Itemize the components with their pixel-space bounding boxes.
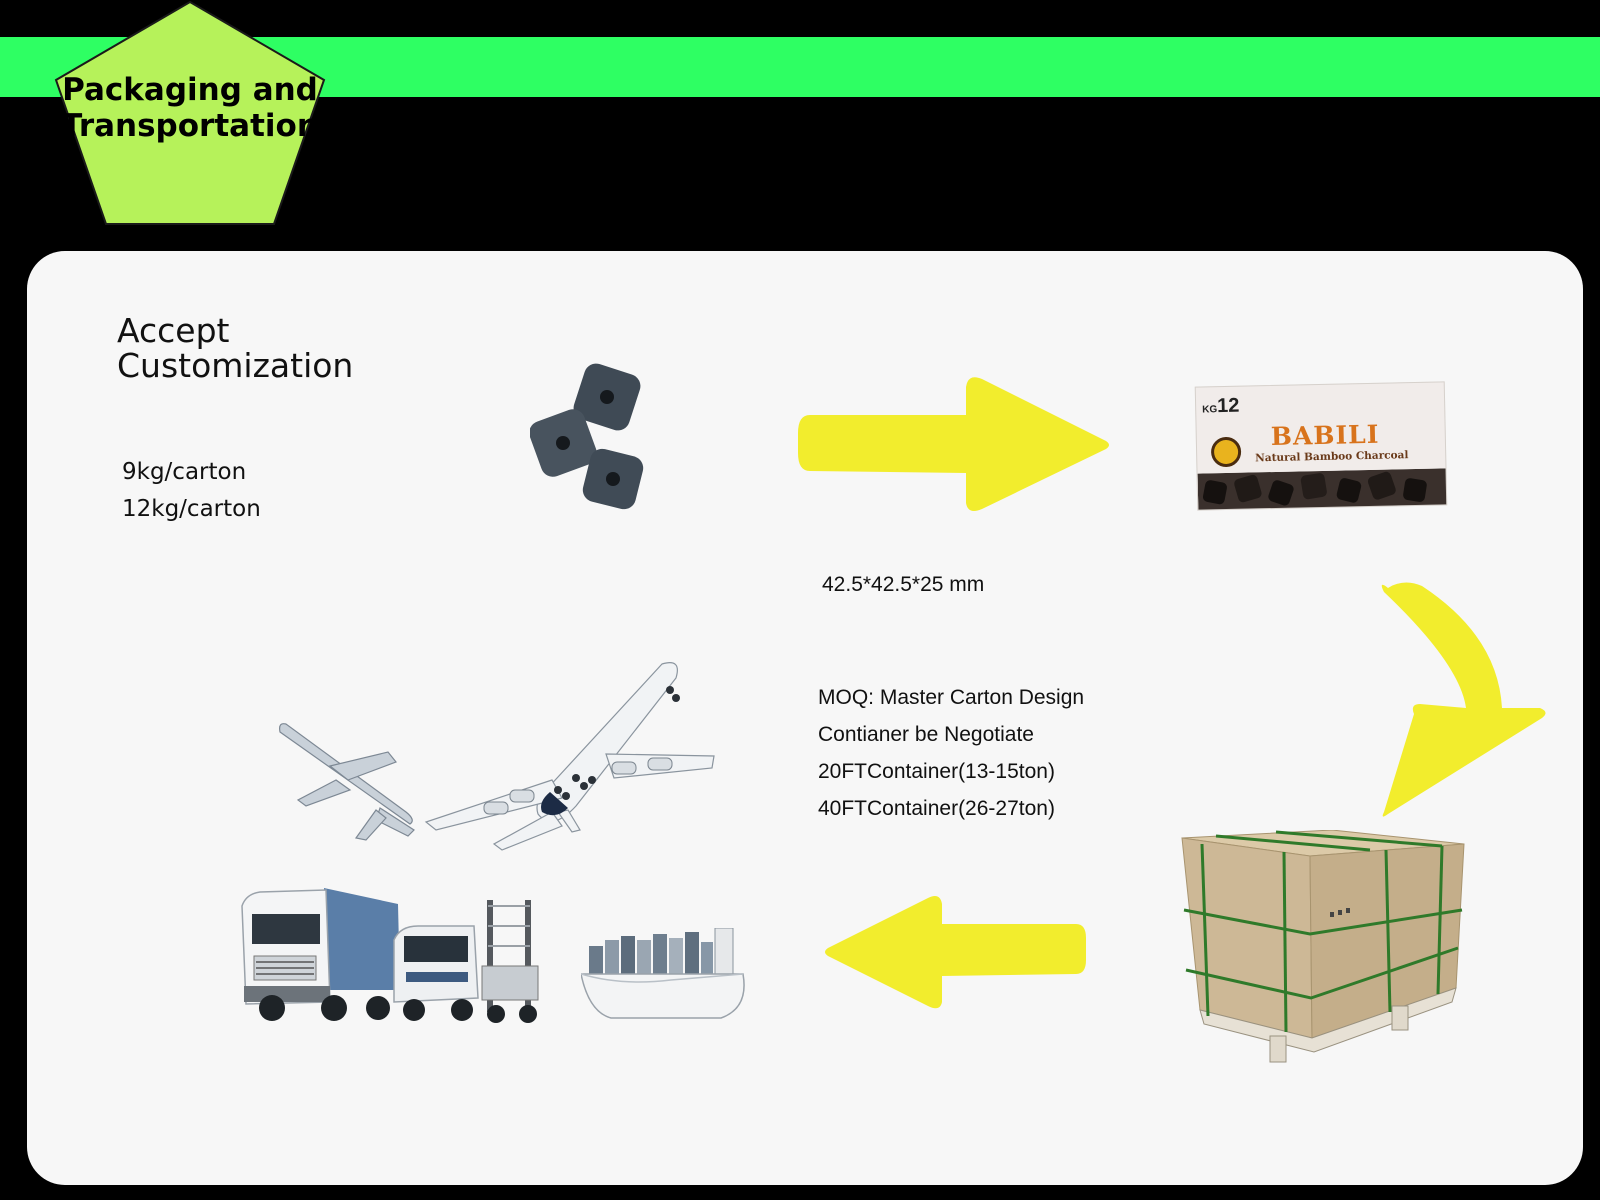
- page-title-line2: Transportation: [61, 108, 319, 144]
- customization-line2: Customization: [117, 346, 354, 385]
- arrow-left-icon: [825, 896, 1086, 1009]
- block-dimensions: 42.5*42.5*25 mm: [822, 573, 985, 596]
- truck-icon: [241, 888, 539, 1023]
- airplane-icon: [279, 662, 715, 851]
- ship-icon: [581, 928, 745, 1019]
- customization-line1: Accept: [117, 311, 230, 350]
- packing-option-9kg: 9kg/carton: [122, 459, 247, 485]
- packing-option-12kg: 12kg/carton: [122, 496, 261, 522]
- pallet-box-icon: [1181, 830, 1465, 1063]
- carton-box-icon: KG12 BABILI Natural Bamboo Charcoal: [1194, 381, 1448, 511]
- order-terms: MOQ: Master Carton Design Contianer be N…: [818, 679, 1084, 827]
- carton-charcoal-photo-icon: [1197, 468, 1448, 511]
- container-40ft-line: 40FTContainer(26-27ton): [818, 797, 1055, 820]
- moq-line: MOQ: Master Carton Design: [818, 686, 1085, 709]
- arrow-right-icon: [798, 377, 1109, 511]
- packing-options: 9kg/carton 12kg/carton: [122, 454, 261, 528]
- carton-brand: BABILI: [1270, 419, 1380, 452]
- customization-heading: Accept Customization: [117, 313, 353, 383]
- curved-arrow-icon: [1381, 582, 1546, 817]
- carton-weight: KG12: [1202, 394, 1240, 418]
- page-title: Packaging and Transportation: [54, 72, 326, 144]
- container-20ft-line: 20FTContainer(13-15ton): [818, 760, 1055, 783]
- container-negotiate-line: Contianer be Negotiate: [818, 723, 1034, 746]
- carton-subtitle: Natural Bamboo Charcoal: [1255, 449, 1409, 465]
- header-pentagon: [54, 0, 326, 225]
- charcoal-cubes-icon: [530, 363, 644, 510]
- carton-seal-icon: [1210, 436, 1242, 468]
- page-title-line1: Packaging and: [62, 72, 318, 108]
